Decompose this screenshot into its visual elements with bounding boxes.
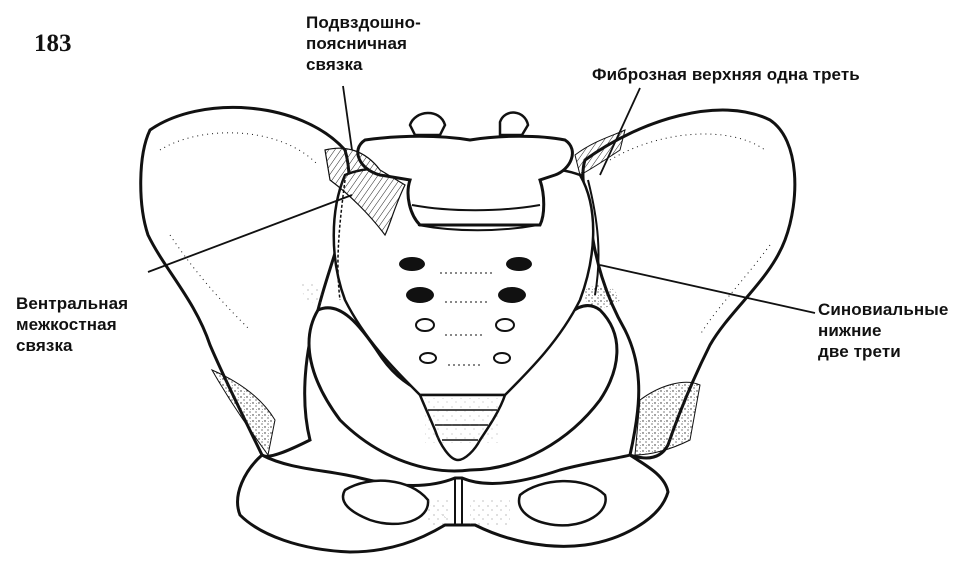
right-obturator-foramen [519, 481, 606, 525]
leader-iliolumbar [343, 86, 352, 150]
